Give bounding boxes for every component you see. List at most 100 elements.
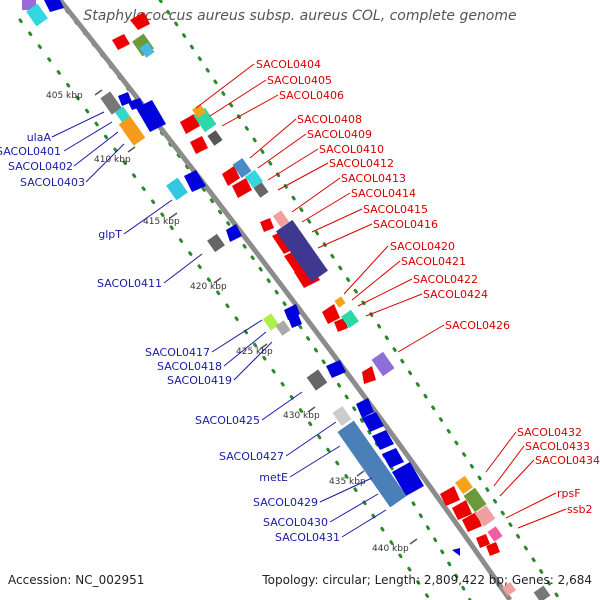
gene-feature[interactable] [533,585,551,600]
gene-label-metE[interactable]: metE [259,471,288,484]
gene-label-SACOL0420[interactable]: SACOL0420 [390,240,455,253]
gene-label-SACOL0430[interactable]: SACOL0430 [263,516,328,529]
gene-feature[interactable] [130,12,150,30]
gene-feature[interactable] [372,430,394,450]
gene-label-SACOL0401[interactable]: SACOL0401 [0,145,61,158]
gene-feature[interactable] [341,309,359,329]
gene-label-SACOL0424[interactable]: SACOL0424 [423,288,488,301]
gene-feature[interactable] [452,500,472,520]
gene-feature[interactable] [332,406,352,426]
gene-label-SACOL0409[interactable]: SACOL0409 [307,128,372,141]
gene-feature[interactable] [112,34,130,50]
gene-label-SACOL0417[interactable]: SACOL0417 [145,346,210,359]
gene-feature[interactable] [207,233,225,253]
gene-label-SACOL0416[interactable]: SACOL0416 [373,218,438,231]
gene-label-SACOL0425[interactable]: SACOL0425 [195,414,260,427]
gene-feature[interactable] [306,369,328,391]
kbp-label: 435 kbp [329,477,366,487]
gene-label-SACOL0429[interactable]: SACOL0429 [253,496,318,509]
gene-feature[interactable] [139,42,155,58]
gene-feature[interactable] [322,304,340,324]
gene-feature[interactable] [22,0,36,10]
gene-feature[interactable] [502,582,516,596]
gene-feature[interactable] [462,512,482,532]
gene-feature[interactable] [262,313,280,331]
gene-label-SACOL0410[interactable]: SACOL0410 [319,143,384,156]
gene-feature[interactable] [452,548,460,556]
gene-feature[interactable] [166,177,188,201]
gene-feature[interactable] [276,219,328,283]
gene-feature[interactable] [253,182,269,198]
gene-label-SACOL0411[interactable]: SACOL0411 [97,277,162,290]
gene-label-glpT[interactable]: glpT [98,228,122,241]
leader-line [233,341,273,381]
gene-feature[interactable] [192,104,206,118]
gene-feature[interactable] [487,526,503,542]
gene-feature[interactable] [474,505,496,527]
gene-feature[interactable] [362,412,384,432]
gene-feature[interactable] [232,158,252,178]
gene-feature[interactable] [260,218,274,232]
kbp-label: 415 kbp [143,217,180,227]
gene-feature[interactable] [455,475,473,495]
gene-feature[interactable] [118,116,146,146]
gene-feature[interactable] [180,114,200,134]
gene-feature[interactable] [207,130,223,146]
gene-feature[interactable] [362,366,376,384]
gene-feature[interactable] [392,462,424,496]
gene-feature[interactable] [136,100,166,132]
leader-line [195,63,255,109]
gene-feature[interactable] [440,486,460,506]
gene-label-SACOL0405[interactable]: SACOL0405 [267,74,332,87]
gene-feature[interactable] [44,0,64,12]
gene-label-SACOL0421[interactable]: SACOL0421 [401,255,466,268]
gene-label-SACOL0402[interactable]: SACOL0402 [8,160,73,173]
gene-label-SACOL0408[interactable]: SACOL0408 [297,113,362,126]
gene-label-SACOL0427[interactable]: SACOL0427 [219,450,284,463]
gene-feature[interactable] [26,3,48,27]
kbp-label: 405 kbp [46,91,83,101]
gene-feature[interactable] [326,360,346,378]
gene-label-SACOL0412[interactable]: SACOL0412 [329,157,394,170]
gene-label-SACOL0406[interactable]: SACOL0406 [279,89,344,102]
gc-track-outer [56,0,472,600]
gene-label-SACOL0422[interactable]: SACOL0422 [413,273,478,286]
gene-label-SACOL0434[interactable]: SACOL0434 [535,454,600,467]
gene-feature[interactable] [476,534,490,548]
gene-label-SACOL0426[interactable]: SACOL0426 [445,319,510,332]
gene-label-SACOL0418[interactable]: SACOL0418 [157,360,222,373]
gene-label-SACOL0404[interactable]: SACOL0404 [256,58,321,71]
gene-feature[interactable] [226,224,242,242]
gene-feature[interactable] [288,314,302,328]
gene-label-SACOL0415[interactable]: SACOL0415 [363,203,428,216]
gene-label-SACOL0432[interactable]: SACOL0432 [517,426,582,439]
gene-feature[interactable] [100,91,122,115]
gene-feature[interactable] [275,320,291,336]
gene-feature[interactable] [371,351,395,377]
gene-label-ulaA[interactable]: ulaA [27,131,52,144]
gene-feature[interactable] [463,487,487,513]
gene-label-SACOL0403[interactable]: SACOL0403 [20,176,85,189]
gene-feature[interactable] [245,169,263,189]
gene-feature[interactable] [337,420,407,508]
gene-feature[interactable] [356,398,374,418]
map-title: Staphylococcus aureus subsp. aureus COL,… [83,8,517,24]
gene-feature[interactable] [272,210,290,228]
gene-feature[interactable] [222,166,240,186]
gene-feature[interactable] [190,136,208,154]
gene-label-SACOL0433[interactable]: SACOL0433 [525,440,590,453]
gene-feature[interactable] [232,178,252,198]
gene-feature[interactable] [184,170,206,192]
gene-feature[interactable] [334,296,346,308]
tick-425 [259,343,268,350]
gene-feature[interactable] [486,542,500,556]
genome-stats-text: Topology: circular; Length: 2,809,422 bp… [262,573,592,587]
gene-label-SACOL0431[interactable]: SACOL0431 [275,531,340,544]
gene-label-rpsF[interactable]: rpsF [557,487,581,500]
gene-label-SACOL0419[interactable]: SACOL0419 [167,374,232,387]
leader-line [341,509,387,538]
gene-feature[interactable] [382,448,404,468]
gene-label-SACOL0413[interactable]: SACOL0413 [341,172,406,185]
gene-label-SACOL0414[interactable]: SACOL0414 [351,187,416,200]
gene-label-ssb2[interactable]: ssb2 [567,503,592,516]
